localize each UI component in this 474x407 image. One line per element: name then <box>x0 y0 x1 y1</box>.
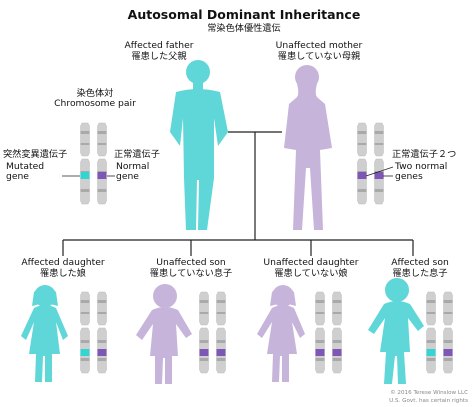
daughter2-chromosome-right <box>332 291 342 374</box>
copyright-line-1: © 2016 Terese Winslow LLC <box>390 390 468 396</box>
daughter2-normal-gene-band-left <box>315 349 325 356</box>
son1-chromosome-left <box>199 291 209 374</box>
son1-normal-gene-band-right <box>216 349 226 356</box>
son1-normal-gene-band-left <box>199 349 209 356</box>
father-chromosome-right <box>97 122 107 205</box>
copyright-line-2: U.S. Govt. has certain rights <box>389 398 468 404</box>
child-3-label: Unaffected daughter <box>263 257 359 268</box>
mutated-gene-label-jp: 突然変異遺伝子 <box>3 149 68 160</box>
two-normal-genes-pointer-a <box>365 166 394 177</box>
chromosome-pair-label-jp: 染色体対 <box>76 88 114 99</box>
father-label: Affected father <box>124 40 194 51</box>
normal-gene-label: Normal gene <box>116 161 150 183</box>
affected-daughter-figure <box>21 285 68 382</box>
father-figure <box>170 60 228 230</box>
daughter1-chromosome-left <box>80 291 90 374</box>
mother-chromosome-left <box>357 122 367 205</box>
child-1-label: Affected daughter <box>21 257 105 268</box>
unaffected-son-figure <box>136 284 192 384</box>
child-4-label: Affected son <box>391 257 449 268</box>
mother-normal-gene-band-right <box>374 172 384 179</box>
child-4-label-jp: 罹患した息子 <box>392 268 448 279</box>
son1-chromosome-right <box>216 291 226 374</box>
mutated-gene-label: Mutated gene <box>6 161 45 183</box>
son2-chromosome-left <box>426 291 436 374</box>
father-label-jp: 罹患した父親 <box>131 51 187 62</box>
daughter2-normal-gene-band-right <box>332 349 342 356</box>
normal-gene-label-jp: 正常遺伝子 <box>114 149 160 160</box>
daughter1-normal-gene-band <box>97 349 107 356</box>
child-1-label-jp: 罹患した娘 <box>40 268 86 279</box>
affected-son-figure <box>368 278 424 384</box>
diagram-title: Autosomal Dominant Inheritance <box>127 7 361 22</box>
unaffected-daughter-figure <box>257 285 305 382</box>
mother-figure <box>284 65 332 230</box>
daughter2-chromosome-left <box>315 291 325 374</box>
father-mutated-gene-band <box>80 172 90 179</box>
pedigree-lines <box>62 131 414 256</box>
son2-normal-gene-band <box>443 349 453 356</box>
son2-mutated-gene-band <box>426 349 436 356</box>
child-2-label: Unaffected son <box>156 257 226 268</box>
father-chromosome-left <box>80 122 90 205</box>
mother-label-jp: 罹患していない母親 <box>277 51 361 62</box>
chromosome-pair-label: Chromosome pair <box>54 98 136 109</box>
mother-chromosome-right <box>374 122 384 205</box>
son2-chromosome-right <box>443 291 453 374</box>
father-normal-gene-band <box>97 172 107 179</box>
child-3-label-jp: 罹患していない娘 <box>274 268 348 279</box>
mother-normal-gene-band-left <box>357 172 367 179</box>
mother-label: Unaffected mother <box>275 40 363 51</box>
daughter1-mutated-gene-band <box>80 349 90 356</box>
daughter1-chromosome-right <box>97 291 107 374</box>
diagram-title-jp: 常染色体優性遺伝 <box>207 23 281 34</box>
child-2-label-jp: 罹患していない息子 <box>149 268 233 279</box>
two-normal-genes-label-jp: 正常遺伝子２つ <box>392 149 457 160</box>
two-normal-genes-label: Two normal genes <box>395 161 448 183</box>
